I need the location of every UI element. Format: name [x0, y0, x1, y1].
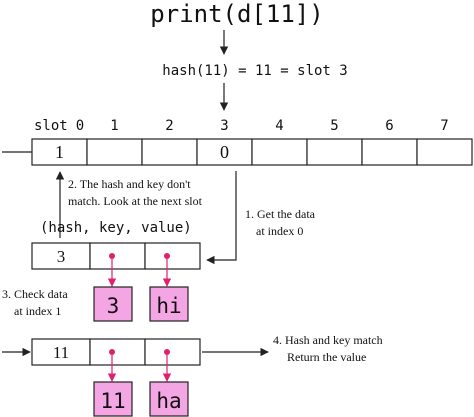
slot-number: 1	[110, 118, 118, 134]
entry2-hash: 11	[53, 343, 69, 362]
step3-line2: at index 1	[14, 304, 61, 318]
entry2-value-object	[149, 381, 189, 417]
entry1-value-object	[149, 286, 189, 322]
entry2-value-pointer	[164, 349, 170, 355]
entry1-key-pointer	[109, 253, 115, 259]
step4-line1: 4. Hash and key match	[273, 333, 383, 347]
entry2-value: ha	[156, 389, 181, 413]
table-slot-cell	[86, 138, 143, 166]
entry2-hash-cell	[31, 338, 91, 366]
slot-label: slot	[34, 118, 68, 134]
table-slot-cell	[196, 138, 253, 166]
entry1-key-object	[93, 286, 133, 322]
entry2-key-cell	[89, 338, 146, 366]
table-slot-cell	[31, 138, 88, 166]
table-slot-value: 0	[220, 142, 229, 162]
entry1-value-cell	[144, 242, 201, 270]
slot-number: 4	[275, 118, 283, 134]
hash-computation: hash(11) = 11 = slot 3	[162, 63, 347, 79]
table-slot-cell	[361, 138, 418, 166]
table-slot-cell	[251, 138, 308, 166]
entry1-key-cell	[89, 242, 146, 270]
slot-numbers: 0 1 2 3 4 5 6 7	[76, 118, 449, 134]
slot-number: 2	[165, 118, 173, 134]
entry1-hash: 3	[57, 247, 66, 266]
entry2-key-object	[93, 381, 133, 417]
entry-row-2: 11 11 ha	[31, 338, 201, 417]
table-slot-cell	[416, 138, 473, 166]
slot-number: 3	[220, 118, 228, 134]
entry2-key: 11	[100, 389, 125, 413]
step2-line1: 2. The hash and key don't	[68, 177, 191, 191]
print-statement: print(d[11])	[150, 0, 323, 28]
slot-number: 7	[440, 118, 448, 134]
entry1-value-pointer	[164, 253, 170, 259]
entry1-hash-cell	[31, 242, 91, 270]
step2-line2: match. Look at the next slot	[68, 194, 203, 208]
entry1-value: hi	[156, 294, 181, 318]
table-slot-cell	[141, 138, 198, 166]
table-slot-cell	[306, 138, 363, 166]
step1-line1: 1. Get the data	[245, 207, 316, 221]
entry1-key: 3	[107, 294, 120, 318]
get-data-arrow	[206, 171, 237, 265]
step3-line1: 3. Check data	[2, 287, 68, 301]
entry2-value-cell	[144, 338, 201, 366]
entry-row-1: 3 3 hi	[31, 242, 201, 322]
entry2-key-pointer	[109, 349, 115, 355]
entry-format-label: (hash, key, value)	[40, 220, 192, 236]
slot-number: 0	[76, 118, 84, 134]
slot-number: 6	[385, 118, 393, 134]
table-slot-value: 1	[55, 142, 64, 162]
step1-line2: at index 0	[256, 224, 303, 238]
step4-line2: Return the value	[287, 350, 366, 364]
slot-number: 5	[330, 118, 338, 134]
